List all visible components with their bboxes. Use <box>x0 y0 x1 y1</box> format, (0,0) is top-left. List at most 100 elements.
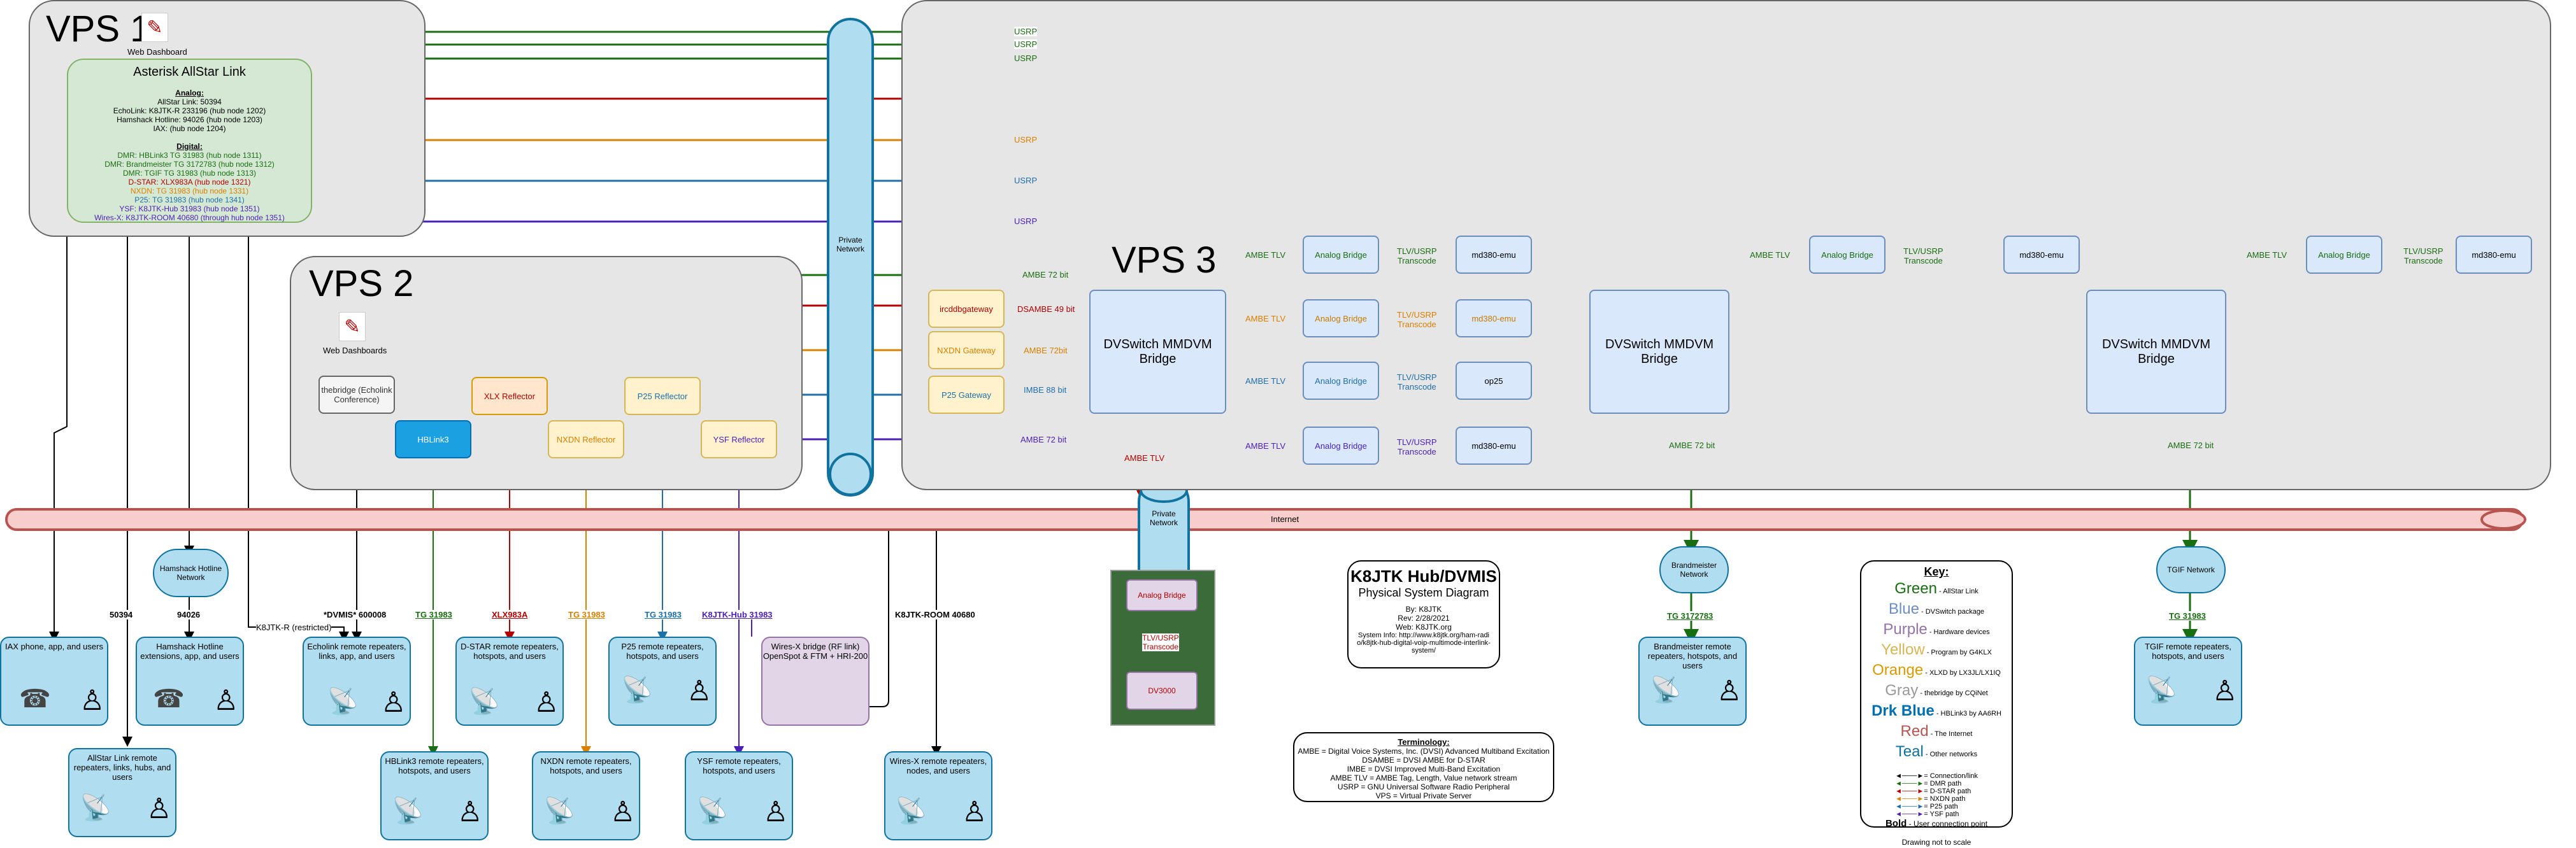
site-wiresx: Wires-X remote repeaters, nodes, and use… <box>884 751 992 840</box>
tower-icon: 📡 <box>621 676 653 704</box>
digital-line-0: DMR: HBLink3 TG 31983 (hub node 1311) <box>117 151 262 160</box>
key-color-row: Drk Blue - HBLink3 by AA6RH <box>1871 702 2001 723</box>
key-color-word: Purple <box>1883 621 1928 638</box>
digital-line-6: YSF: K8JTK-Hub 31983 (hub node 1351) <box>119 204 260 213</box>
hamshack-cloud: Hamshack Hotline Network <box>153 549 229 597</box>
dsambe-label: DSAMBE 49 bit <box>1017 304 1075 314</box>
usrp-label-6: USRP <box>1014 216 1038 226</box>
usrp-label-5: USRP <box>1014 176 1038 185</box>
vps1-dashboard-label: Web Dashboard <box>127 47 187 57</box>
md380-emu-bm: md380-emu <box>2003 236 2080 274</box>
key-line-desc: = Connection/link <box>1924 772 1978 780</box>
conn-label-tg31983-hblink: TG 31983 <box>415 610 452 619</box>
thebridge-box: thebridge (Echolink Conference) <box>318 376 395 414</box>
analog-line-2: Hamshack Hotline: 94026 (hub node 1203) <box>117 115 262 124</box>
ambe-tlv-label-tgif: AMBE TLV <box>2247 250 2287 260</box>
tower-icon: 📡 <box>543 797 575 825</box>
site-allstar: AllStar Link remote repeaters, links, hu… <box>68 748 176 837</box>
ambe-tlv-label-ysf: AMBE TLV <box>1245 441 1286 451</box>
key-color-word: Green <box>1894 580 1937 597</box>
key-line-row: ◄───► = D-STAR path <box>1895 788 1978 795</box>
key-color-word: Gray <box>1885 682 1919 699</box>
key-line-desc: = YSF path <box>1924 810 1959 818</box>
analog-bridge-nxdn: Analog Bridge <box>1303 299 1379 337</box>
terminology-line-3: AMBE TLV = AMBE Tag, Length, Value netwo… <box>1330 774 1517 782</box>
conn-label-k8jtk-r: K8JTK-R (restricted) <box>256 623 332 632</box>
vps1-title: VPS 1 <box>46 8 151 50</box>
title-by: By: K8JTK <box>1405 605 1442 614</box>
tgif-cloud: TGIF Network <box>2156 546 2226 593</box>
digital-line-4: NXDN: TG 31983 (hub node 1331) <box>130 187 249 195</box>
title-rev: Rev: 2/28/2021 <box>1398 614 1450 623</box>
key-line-desc: = P25 path <box>1924 803 1958 810</box>
title-web: Web: K8JTK.org <box>1396 623 1452 632</box>
terminology-box: Terminology: AMBE = Digital Voice System… <box>1293 732 1554 802</box>
key-color-desc: - The Internet <box>1928 730 1973 738</box>
digital-line-2: DMR: TGIF TG 31983 (hub node 1313) <box>123 169 256 178</box>
key-line-swatch: ◄───► <box>1895 803 1924 810</box>
ambe-tlv-label-dmr: AMBE TLV <box>1245 250 1286 260</box>
ambe-tlv-label-nxdn: AMBE TLV <box>1245 314 1286 323</box>
key-line-row: ◄───► = NXDN path <box>1895 795 1978 803</box>
key-color-row: Purple - Hardware devices <box>1871 621 2001 641</box>
key-color-desc: - AllStar Link <box>1936 588 1979 595</box>
key-color-word: Orange <box>1872 661 1924 679</box>
title-sysinfo: System Info: http://www.k8jtk.org/ham-ra… <box>1357 632 1491 654</box>
user-icon: ♙ <box>213 685 239 716</box>
phone-icon: ☎ <box>19 685 51 713</box>
user-icon: ♙ <box>962 796 987 828</box>
tower-icon: 📡 <box>895 797 927 825</box>
md380-emu-ysf: md380-emu <box>1456 427 1532 465</box>
xlx-reflector-box: XLX Reflector <box>471 377 548 415</box>
key-color-row: Red - The Internet <box>1871 723 2001 743</box>
key-line-swatch: ◄───► <box>1895 772 1924 780</box>
key-color-word: Red <box>1900 723 1929 740</box>
conn-label-50394: 50394 <box>110 610 133 619</box>
analog-line-3: IAX: (hub node 1204) <box>153 124 226 133</box>
dvswitch-mmdvm-bridge-vps3: DVSwitch MMDVM Bridge <box>1089 290 1226 414</box>
key-line-desc: = DMR path <box>1924 780 1962 788</box>
key-color-row: Yellow - Program by G4KLX <box>1871 641 2001 661</box>
key-bold-desc: - User connection point <box>1907 819 1988 828</box>
usrp-label-3: USRP <box>1014 53 1038 63</box>
conn-label-k8jtk-room: K8JTK-ROOM 40680 <box>895 610 975 619</box>
key-color-desc: - thebridge by CQiNet <box>1918 689 1988 697</box>
site-echolink: Echolink remote repeaters, links, app, a… <box>303 637 411 726</box>
digital-line-5: P25: TG 31983 (hub node 1341) <box>134 195 245 204</box>
vps2-dashboards-label: Web Dashboards <box>323 346 387 355</box>
key-color-desc: - Program by G4KLX <box>1924 649 1992 656</box>
user-icon: ♙ <box>147 793 172 824</box>
terminology-line-4: USRP = GNU Universal Software Radio Peri… <box>1337 782 1510 791</box>
private-network-tube <box>827 18 874 497</box>
conn-label-94026: 94026 <box>177 610 201 619</box>
analog-header: Analog: <box>175 88 204 97</box>
key-line-row: ◄───► = DMR path <box>1895 780 1978 788</box>
terminology-line-1: DSAMBE = DVSI AMBE for D-STAR <box>1362 756 1485 765</box>
md380-emu-tgif: md380-emu <box>2456 236 2532 274</box>
tower-icon: 📡 <box>327 688 359 716</box>
site-p25: P25 remote repeaters, hotspots, and user… <box>608 637 717 726</box>
key-color-desc: - HBLink3 by AA6RH <box>1934 710 2001 717</box>
conn-label-dvmis: *DVMIS* 600008 <box>324 610 387 619</box>
key-line-desc: = NXDN path <box>1924 795 1966 803</box>
digital-line-7: Wires-X: K8JTK-ROOM 40680 (through hub n… <box>94 213 285 222</box>
dvswitch-mmdvm-bridge-tgif: DVSwitch MMDVM Bridge <box>2086 290 2226 414</box>
tower-icon: 📡 <box>80 794 111 822</box>
ambe-tlv-red-label: AMBE TLV <box>1124 453 1165 463</box>
key-color-desc: - XLXD by LX3JL/LX1IQ <box>1923 669 2001 677</box>
site-hblink: HBLink3 remote repeaters, hotspots, and … <box>380 751 489 840</box>
site-nxdn: NXDN remote repeaters, hotspots, and use… <box>532 751 640 840</box>
user-icon: ♙ <box>1717 675 1742 707</box>
nxdn-ambe-label: AMBE 72bit <box>1024 346 1068 355</box>
feather-icon: ✎ <box>339 312 366 341</box>
conn-label-xlx983a: XLX983A <box>492 610 528 619</box>
private-network-label: Private Network <box>836 236 864 253</box>
tower-icon: 📡 <box>696 797 728 825</box>
key-color-word: Teal <box>1895 743 1924 760</box>
key-line-swatch: ◄───► <box>1895 788 1924 795</box>
site-hamshack: Hamshack Hotline extensions, app, and us… <box>136 637 244 726</box>
